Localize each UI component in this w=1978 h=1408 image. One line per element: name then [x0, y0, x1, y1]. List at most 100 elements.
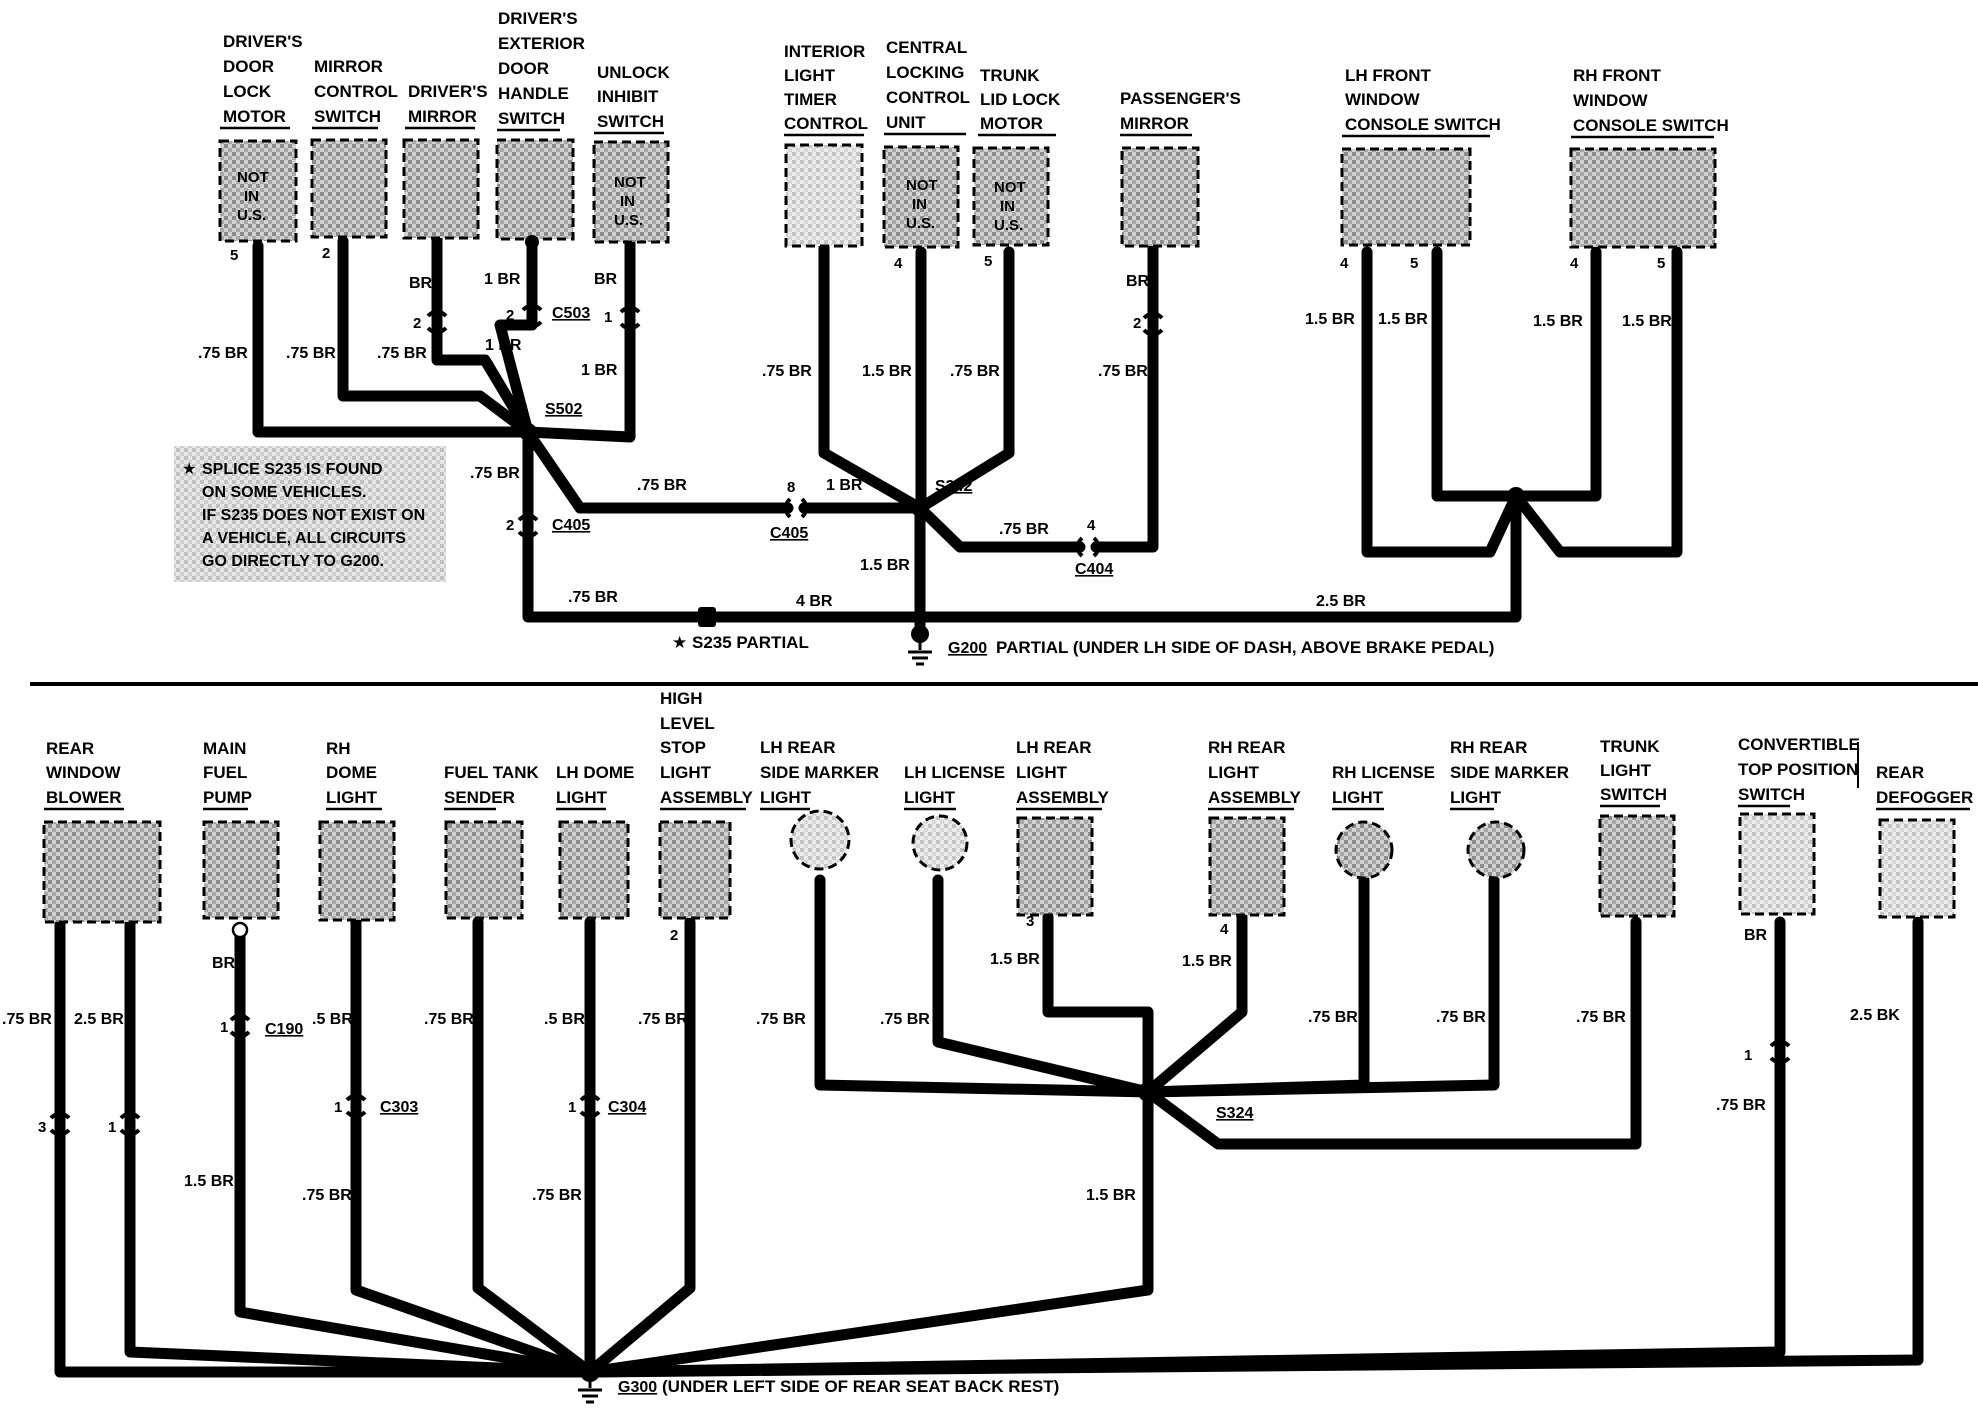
svg-text:HANDLE: HANDLE	[498, 84, 569, 103]
svg-text:1.5 BR: 1.5 BR	[1182, 953, 1232, 970]
svg-text:1.5 BR: 1.5 BR	[860, 557, 910, 574]
svg-text:.75 BR: .75 BR	[2, 1011, 52, 1028]
svg-text:1: 1	[334, 1099, 342, 1116]
svg-text:LID LOCK: LID LOCK	[980, 90, 1061, 109]
svg-text:RH FRONT: RH FRONT	[1573, 66, 1661, 85]
svg-text:RH REAR: RH REAR	[1208, 738, 1285, 757]
svg-text:.75 BR: .75 BR	[637, 477, 687, 494]
svg-text:C404: C404	[1075, 561, 1113, 578]
svg-text:S235 PARTIAL: S235 PARTIAL	[692, 633, 809, 652]
svg-text:.75 BR: .75 BR	[1098, 363, 1148, 380]
svg-text:CONTROL: CONTROL	[314, 82, 398, 101]
svg-text:LIGHT: LIGHT	[784, 66, 836, 85]
svg-text:C405: C405	[552, 517, 590, 534]
svg-text:S502: S502	[545, 401, 582, 418]
svg-text:CONTROL: CONTROL	[886, 88, 970, 107]
lh-front-window-console-switch: LH FRONT WINDOW CONSOLE SWITCH 4 5 1.5 B…	[1305, 66, 1501, 328]
svg-text:WINDOW: WINDOW	[46, 763, 122, 782]
svg-text:DRIVER'S: DRIVER'S	[223, 32, 303, 51]
svg-text:SIDE MARKER: SIDE MARKER	[760, 763, 879, 782]
main-fuel-pump: MAIN FUEL PUMP BR 1 C190 1.5 BR	[184, 739, 303, 1190]
svg-text:LIGHT: LIGHT	[1600, 761, 1652, 780]
svg-text:INTERIOR: INTERIOR	[784, 42, 865, 61]
svg-text:DOOR: DOOR	[498, 59, 549, 78]
svg-text:1 BR: 1 BR	[485, 337, 522, 354]
svg-text:DRIVER'S: DRIVER'S	[498, 9, 578, 28]
rh-rear-side-marker-light: RH REAR SIDE MARKER LIGHT .75 BR	[1436, 738, 1569, 1026]
svg-text:1: 1	[220, 1019, 228, 1036]
svg-text:SENDER: SENDER	[444, 788, 515, 807]
mirror-control-switch: MIRROR CONTROL SWITCH 2 .75 BR	[286, 57, 398, 362]
svg-text:NOT: NOT	[614, 174, 646, 191]
svg-text:LIGHT: LIGHT	[556, 788, 608, 807]
central-locking-control-unit: NOT IN U.S. CENTRAL LOCKING CONTROL UNIT…	[862, 38, 970, 380]
svg-text:1: 1	[604, 309, 612, 326]
splice-s235: ★ S235 PARTIAL	[672, 607, 809, 652]
svg-text:.75 BR: .75 BR	[1436, 1009, 1486, 1026]
svg-text:1.5 BR: 1.5 BR	[184, 1173, 234, 1190]
fuel-tank-sender: FUEL TANK SENDER .75 BR	[424, 763, 539, 1028]
svg-text:CENTRAL: CENTRAL	[886, 38, 967, 57]
svg-text:PUMP: PUMP	[203, 788, 252, 807]
high-level-stop-light-assembly: HIGH LEVEL STOP LIGHT ASSEMBLY 2 .75 BR	[638, 689, 754, 1028]
svg-text:INHIBIT: INHIBIT	[597, 87, 659, 106]
svg-text:ASSEMBLY: ASSEMBLY	[1208, 788, 1302, 807]
svg-text:WINDOW: WINDOW	[1573, 91, 1649, 110]
svg-text:HIGH: HIGH	[660, 689, 703, 708]
svg-text:1 BR: 1 BR	[484, 271, 521, 288]
svg-text:.75 BR: .75 BR	[638, 1011, 688, 1028]
svg-text:1.5 BR: 1.5 BR	[1086, 1187, 1136, 1204]
svg-text:ASSEMBLY: ASSEMBLY	[1016, 788, 1110, 807]
svg-text:STOP: STOP	[660, 738, 706, 757]
svg-text:1: 1	[1744, 1047, 1752, 1064]
svg-text:U.S.: U.S.	[994, 217, 1023, 234]
svg-text:.75 BR: .75 BR	[756, 1011, 806, 1028]
svg-text:BR: BR	[1744, 927, 1768, 944]
svg-text:.5 BR: .5 BR	[544, 1011, 585, 1028]
svg-text:2: 2	[322, 245, 330, 262]
svg-text:BR: BR	[1126, 273, 1150, 290]
svg-text:5: 5	[984, 253, 992, 270]
svg-text:U.S.: U.S.	[614, 212, 643, 229]
svg-text:U.S.: U.S.	[237, 207, 266, 224]
svg-text:LIGHT: LIGHT	[1332, 788, 1384, 807]
ground-g200: G200 PARTIAL (UNDER LH SIDE OF DASH, ABO…	[908, 625, 1494, 666]
svg-text:SWITCH: SWITCH	[314, 107, 381, 126]
svg-text:LOCKING: LOCKING	[886, 63, 964, 82]
svg-text:2: 2	[506, 517, 514, 534]
svg-text:LH LICENSE: LH LICENSE	[904, 763, 1005, 782]
svg-text:.5 BR: .5 BR	[312, 1011, 353, 1028]
splice-unnamed-right	[1507, 487, 1525, 505]
svg-text:2: 2	[413, 315, 421, 332]
svg-text:TIMER: TIMER	[784, 90, 837, 109]
svg-text:2.5 BR: 2.5 BR	[1316, 593, 1366, 610]
svg-text:LIGHT: LIGHT	[1450, 788, 1502, 807]
svg-text:UNLOCK: UNLOCK	[597, 63, 670, 82]
svg-text:SIDE MARKER: SIDE MARKER	[1450, 763, 1569, 782]
rh-rear-light-assembly: RH REAR LIGHT ASSEMBLY 4 1.5 BR	[1182, 738, 1302, 970]
svg-text:.75 BR: .75 BR	[1576, 1009, 1626, 1026]
svg-text:1.5 BR: 1.5 BR	[1378, 311, 1428, 328]
trunk-light-switch: TRUNK LIGHT SWITCH .75 BR	[1576, 737, 1676, 1026]
svg-text:SWITCH: SWITCH	[1600, 785, 1667, 804]
svg-text:DRIVER'S: DRIVER'S	[408, 82, 488, 101]
svg-text:NOT: NOT	[994, 179, 1026, 196]
svg-text:.75 BR: .75 BR	[470, 465, 520, 482]
svg-text:MOTOR: MOTOR	[223, 107, 286, 126]
svg-text:MOTOR: MOTOR	[980, 114, 1043, 133]
svg-text:LOCK: LOCK	[223, 82, 272, 101]
svg-text:TRUNK: TRUNK	[1600, 737, 1660, 756]
splice-note: ★ SPLICE S235 IS FOUND ON SOME VEHICLES.…	[174, 446, 446, 582]
svg-text:LH FRONT: LH FRONT	[1345, 66, 1432, 85]
svg-text:SWITCH: SWITCH	[1738, 785, 1805, 804]
svg-text:CONSOLE SWITCH: CONSOLE SWITCH	[1573, 116, 1729, 135]
svg-text:PARTIAL (UNDER LH SIDE OF DASH: PARTIAL (UNDER LH SIDE OF DASH, ABOVE BR…	[996, 638, 1494, 657]
svg-text:.75 BR: .75 BR	[286, 345, 336, 362]
drivers-door-lock-motor: NOT IN U.S. DRIVER'S DOOR LOCK MOTOR 5 .…	[198, 32, 303, 362]
svg-text:IF S235 DOES NOT EXIST ON: IF S235 DOES NOT EXIST ON	[202, 507, 425, 524]
svg-text:UNIT: UNIT	[886, 113, 926, 132]
svg-text:ON SOME VEHICLES.: ON SOME VEHICLES.	[202, 484, 366, 501]
svg-text:1 BR: 1 BR	[581, 362, 618, 379]
svg-text:ASSEMBLY: ASSEMBLY	[660, 788, 754, 807]
